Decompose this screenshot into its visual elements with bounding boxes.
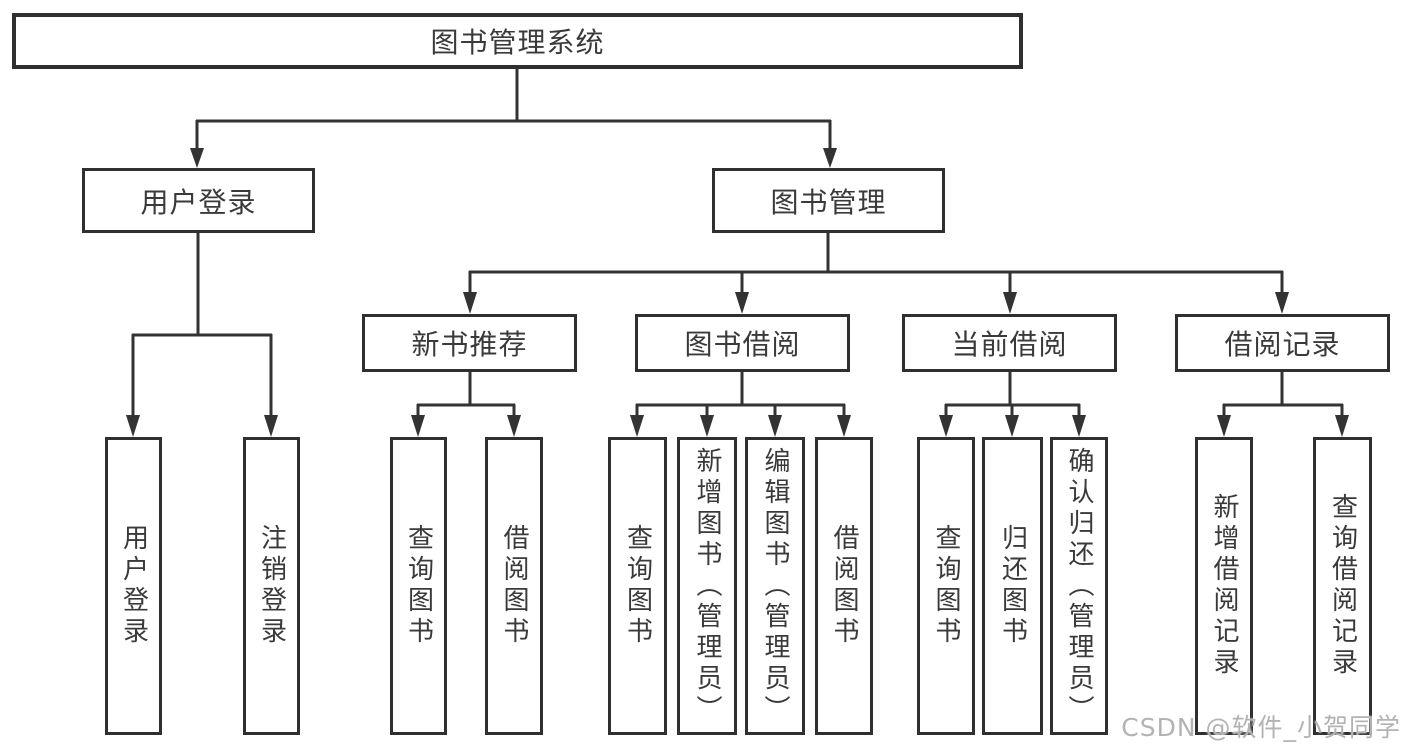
- arrow-down-icon: [1005, 415, 1019, 437]
- leaf-records-query-record: 查询借阅记录: [1313, 437, 1372, 735]
- node-label: 查询图书: [622, 524, 653, 648]
- arrow-down-icon: [735, 292, 749, 314]
- leaf-current-confirm-return-admin: 确认归还（管理员）: [1050, 437, 1108, 735]
- arrow-down-icon: [507, 415, 521, 437]
- node-label: 编辑图书（管理员）: [760, 446, 790, 726]
- node-label: 借阅记录: [1224, 328, 1341, 361]
- arrow-down-icon: [1335, 415, 1349, 437]
- leaf-recommend-borrow-books: 借阅图书: [485, 437, 543, 735]
- arrow-down-icon: [630, 415, 644, 437]
- node-user-login: 用户登录: [82, 168, 315, 233]
- connector-new-book-recommend-to-leaves: [411, 372, 521, 437]
- node-label: 当前借阅: [951, 328, 1068, 361]
- arrow-down-icon: [700, 415, 714, 437]
- leaf-current-return-books: 归还图书: [982, 437, 1043, 735]
- node-label: 新增图书（管理员）: [692, 446, 722, 726]
- connector-root-to-level2: [190, 69, 837, 168]
- arrow-down-icon: [768, 415, 782, 437]
- arrow-down-icon: [1217, 415, 1231, 437]
- leaf-current-query-books: 查询图书: [917, 437, 975, 735]
- connector-book-management-to-level3: [463, 233, 1289, 314]
- arrow-down-icon: [837, 415, 851, 437]
- node-new-book-recommend: 新书推荐: [362, 314, 577, 372]
- leaf-records-add-record: 新增借阅记录: [1195, 437, 1253, 735]
- node-label: 新书推荐: [411, 328, 528, 361]
- node-label: 注销登录: [256, 524, 287, 648]
- arrow-down-icon: [823, 148, 837, 168]
- connector-current-borrowing-to-leaves: [939, 372, 1086, 437]
- leaf-borrowing-edit-books-admin: 编辑图书（管理员）: [745, 437, 805, 735]
- leaf-borrowing-query-books: 查询图书: [608, 437, 667, 735]
- arrow-down-icon: [1003, 292, 1017, 314]
- arrow-down-icon: [126, 415, 140, 437]
- arrow-down-icon: [264, 415, 278, 437]
- leaf-borrowing-add-books-admin: 新增图书（管理员）: [677, 437, 737, 735]
- leaf-logout: 注销登录: [243, 437, 300, 735]
- node-borrowing-records: 借阅记录: [1175, 314, 1390, 372]
- arrow-down-icon: [190, 148, 204, 168]
- node-label: 归还图书: [997, 524, 1028, 648]
- node-label: 用户登录: [118, 524, 149, 648]
- csdn-watermark: CSDN @软件_小贺同学: [1121, 713, 1401, 742]
- node-label: 新增借阅记录: [1209, 493, 1239, 679]
- node-label: 用户登录: [140, 185, 257, 219]
- node-label: 查询图书: [931, 524, 961, 648]
- node-label: 查询借阅记录: [1327, 493, 1358, 679]
- node-current-borrowing: 当前借阅: [902, 314, 1117, 372]
- node-label: 图书借阅: [684, 328, 801, 361]
- connector-borrowing-records-to-leaves: [1217, 372, 1349, 437]
- arrow-down-icon: [939, 415, 953, 437]
- node-label: 确认归还（管理员）: [1064, 446, 1094, 726]
- arrow-down-icon: [463, 292, 477, 314]
- arrow-down-icon: [1072, 415, 1086, 437]
- node-label: 图书管理系统: [430, 26, 605, 59]
- leaf-borrowing-borrow-books: 借阅图书: [815, 437, 873, 735]
- node-label: 图书管理: [770, 185, 887, 219]
- node-label: 查询图书: [403, 524, 434, 648]
- leaf-user-login: 用户登录: [105, 437, 162, 735]
- node-label: 借阅图书: [499, 524, 529, 648]
- connector-user-login-to-leaves: [126, 233, 278, 437]
- leaf-recommend-query-books: 查询图书: [390, 437, 447, 735]
- node-book-borrowing: 图书借阅: [635, 314, 850, 372]
- arrow-down-icon: [1275, 292, 1289, 314]
- node-root-library-system: 图书管理系统: [12, 13, 1023, 69]
- node-book-management: 图书管理: [712, 168, 945, 233]
- node-label: 借阅图书: [829, 524, 859, 648]
- arrow-down-icon: [411, 415, 425, 437]
- connector-book-borrowing-to-leaves: [630, 372, 851, 437]
